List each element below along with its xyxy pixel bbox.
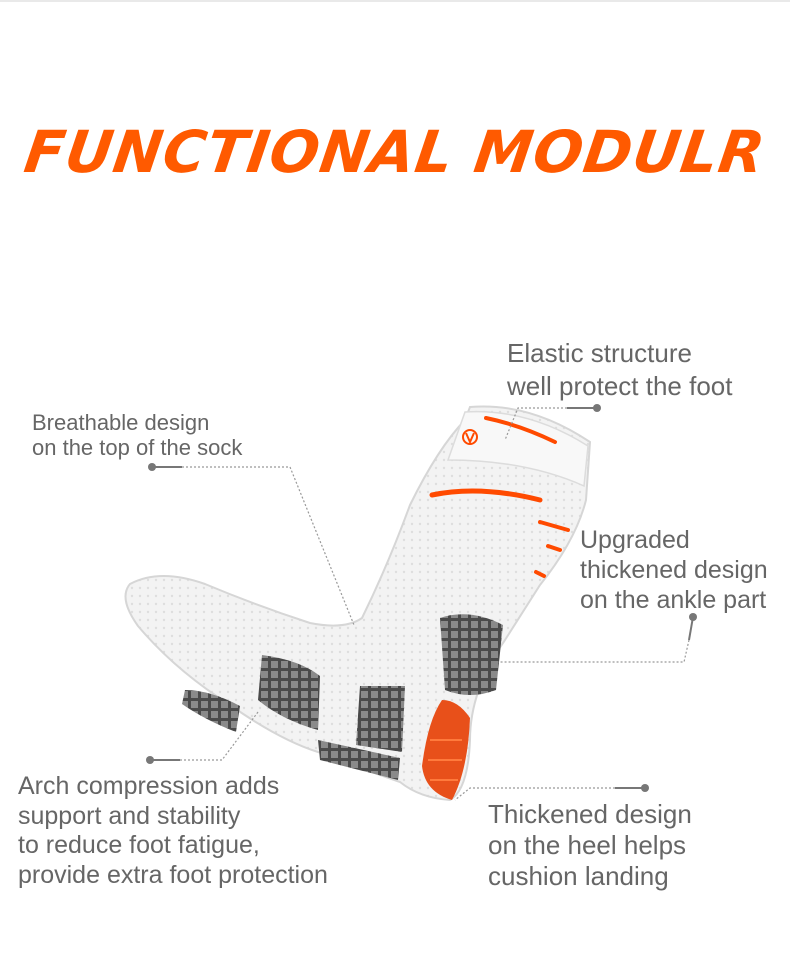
callout-line: cushion landing [488, 861, 669, 891]
ankle-grey-panel [440, 614, 503, 695]
ankle-stripe-2 [546, 544, 562, 552]
midfoot-grey-panel [356, 686, 405, 752]
ankle-stripe-3 [534, 570, 546, 578]
callout-elastic: Elastic structure well protect the foot [507, 337, 732, 403]
callout-line: Arch compression adds [18, 772, 280, 800]
callout-line: well protect the foot [507, 371, 733, 401]
callout-line: on the ankle part [580, 586, 767, 614]
callout-ankle: Upgraded thickened design on the ankle p… [580, 525, 768, 615]
callout-line: thickened design [580, 556, 768, 584]
callout-line: Thickened design [488, 799, 692, 829]
callout-arch: Arch compression adds support and stabil… [18, 772, 328, 890]
arch-grey-panel [258, 655, 320, 730]
cuff-stripe-mid [429, 488, 543, 503]
callout-line: on the heel helps [488, 830, 687, 860]
callout-line: to reduce foot fatigue, [18, 831, 260, 859]
callout-line: Upgraded [580, 526, 690, 554]
callout-line: support and stability [18, 801, 241, 830]
ankle-stripe-1 [538, 520, 570, 532]
lower-grey-panel [318, 740, 400, 780]
callout-breathable: Breathable design on the top of the sock [32, 410, 242, 460]
callout-line: provide extra foot protection [18, 860, 328, 889]
heel-orange-panel [422, 700, 470, 800]
callout-line: on the top of the sock [32, 435, 243, 460]
callout-heel: Thickened design on the heel helps cushi… [488, 799, 692, 892]
callout-line: Elastic structure [507, 338, 692, 368]
callout-line: Breathable design [32, 410, 210, 435]
top-divider [0, 0, 790, 2]
